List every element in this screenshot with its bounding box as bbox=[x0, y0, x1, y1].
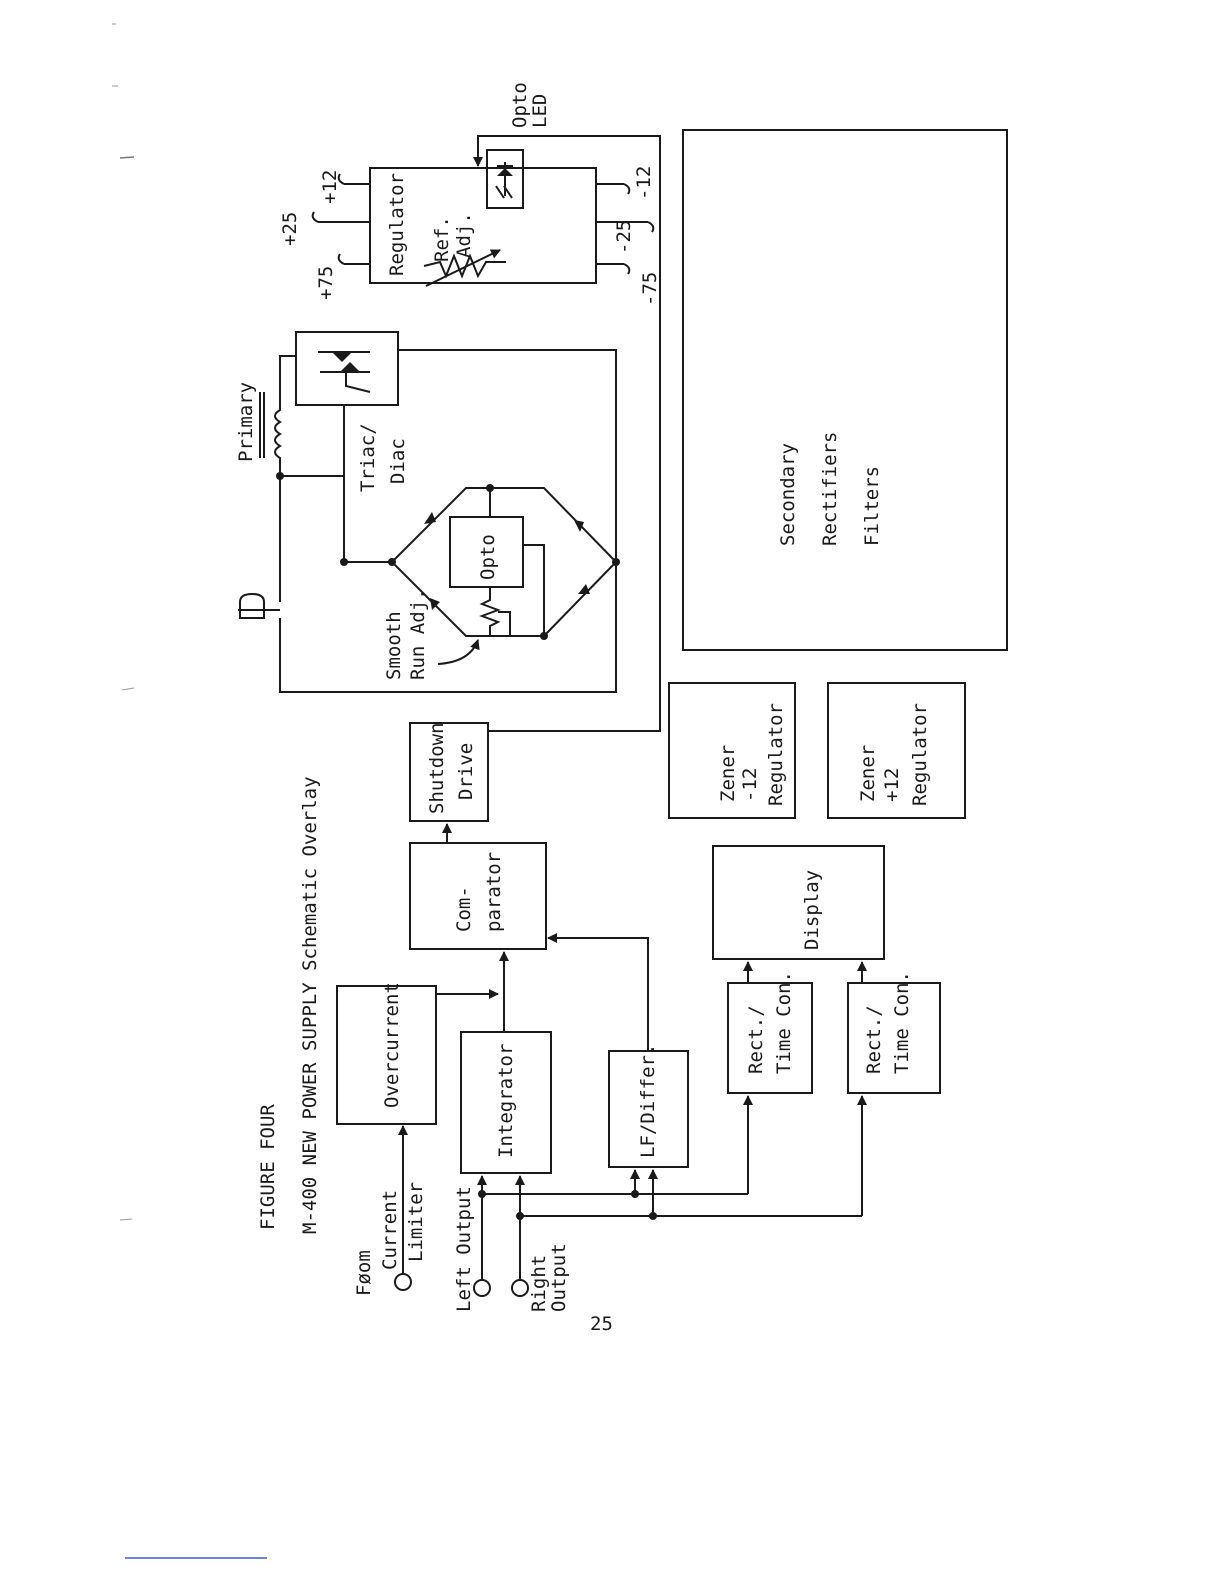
integrator-block bbox=[460, 1031, 552, 1174]
right-output-label-2: Output bbox=[548, 1243, 570, 1312]
rail-minus75-icon bbox=[596, 263, 631, 275]
opto-block bbox=[449, 516, 524, 588]
overcurrent-block bbox=[336, 985, 437, 1125]
zener-pos-label-2: +12 bbox=[881, 768, 903, 802]
rail-plus25-icon bbox=[311, 211, 370, 223]
integrator-label: Integrator bbox=[495, 1044, 517, 1158]
zener-neg-label-3: Regulator bbox=[765, 703, 787, 806]
rail-minus25-icon bbox=[596, 221, 655, 233]
foom-label-2: Current bbox=[379, 1190, 401, 1270]
secondary-label-1: Secondary bbox=[777, 443, 799, 546]
zener-pos-label-3: Regulator bbox=[909, 703, 931, 806]
overcurrent-label: Overcurrent bbox=[381, 982, 403, 1108]
comparator-block bbox=[409, 842, 547, 950]
right-output-label-1: Right bbox=[528, 1255, 550, 1312]
regulator-block bbox=[369, 167, 597, 284]
lf-to-comparator-wire bbox=[547, 933, 649, 1051]
foom-label-3: Limiter bbox=[405, 1182, 427, 1262]
rail-minus75-label: -75 bbox=[639, 272, 661, 306]
figure-label: FIGURE FOUR bbox=[257, 1104, 279, 1230]
secondary-block bbox=[682, 129, 1008, 651]
regulator-label: Regulator bbox=[386, 173, 408, 276]
smooth-run-label-1: Smooth bbox=[383, 611, 405, 680]
primary-label: Primary bbox=[235, 382, 257, 462]
scan-specks bbox=[112, 23, 135, 1221]
rect-time-con-block-1 bbox=[727, 982, 813, 1094]
smooth-run-arrow bbox=[437, 639, 480, 665]
left-output-label: Left Output bbox=[453, 1186, 475, 1312]
rail-plus75-icon bbox=[337, 253, 370, 265]
rail-minus12-label: -12 bbox=[633, 166, 655, 200]
rect1-label-2: Time Con. bbox=[773, 971, 795, 1074]
rect-time-con-block-2 bbox=[847, 982, 941, 1094]
smooth-run-label-2: Run Adj. bbox=[407, 588, 429, 680]
rect2-label-1: Rect./ bbox=[863, 1005, 885, 1074]
left-output-terminal bbox=[473, 1279, 491, 1297]
zener-neg12-block bbox=[668, 682, 796, 819]
rail-plus12-icon bbox=[337, 173, 370, 185]
ref-adj-label-1: Ref. bbox=[431, 216, 453, 262]
opto-led-label-2: LED bbox=[529, 94, 551, 128]
display-block bbox=[712, 845, 885, 960]
rect1-label-1: Rect./ bbox=[745, 1005, 767, 1074]
triac-to-bridge-right-wire bbox=[398, 349, 617, 560]
right-bus-node-1 bbox=[516, 1212, 524, 1220]
right-output-terminal bbox=[511, 1279, 529, 1297]
mains-return-wire bbox=[279, 560, 617, 693]
triac-label-2: Diac bbox=[387, 438, 409, 484]
figure-title: M-400 NEW POWER SUPPLY Schematic Overlay bbox=[299, 776, 321, 1234]
ref-adj-label-2: Adj. bbox=[453, 212, 475, 258]
triac-diac-block bbox=[295, 331, 399, 406]
opto-label: Opto bbox=[477, 534, 499, 580]
triac-symbol-icon bbox=[318, 351, 371, 393]
left-bus-node-1 bbox=[478, 1190, 486, 1198]
led-icon bbox=[495, 162, 513, 199]
shutdown-label-1: Shutdown bbox=[426, 722, 448, 814]
rect2-label-2: Time Con. bbox=[891, 971, 913, 1074]
zener-pos-label-1: Zener bbox=[857, 745, 879, 802]
secondary-label-2: Rectifiers bbox=[819, 432, 841, 546]
page-number: 25 bbox=[590, 1313, 613, 1335]
zener-pos12-block bbox=[827, 682, 966, 819]
comparator-label-1: Com- bbox=[453, 886, 475, 932]
bridge-right-node bbox=[612, 558, 620, 566]
shutdown-to-opto-led-wire bbox=[473, 135, 661, 732]
foom-label-1: Føom bbox=[353, 1250, 375, 1296]
opto-led-block bbox=[486, 149, 524, 209]
ac-plug-icon bbox=[238, 592, 280, 619]
triac-label-1: Triac/ bbox=[357, 423, 379, 492]
smooth-run-pot-icon bbox=[479, 587, 511, 637]
rail-plus12-label: +12 bbox=[319, 170, 341, 204]
lf-differ-label: LF/Differ. bbox=[637, 1044, 659, 1158]
rail-minus12-icon bbox=[596, 183, 631, 195]
opto-right-wire bbox=[523, 544, 545, 636]
shutdown-label-2: Drive bbox=[455, 743, 477, 800]
zener-neg-label-1: Zener bbox=[717, 745, 739, 802]
secondary-label-3: Filters bbox=[861, 466, 883, 546]
rail-plus25-label: +25 bbox=[279, 212, 301, 246]
zener-neg-label-2: -12 bbox=[739, 768, 761, 802]
primary-coil-icon bbox=[259, 355, 296, 476]
foom-terminal bbox=[394, 1273, 412, 1291]
bridge-left-dot bbox=[388, 558, 396, 566]
rail-minus25-label: -25 bbox=[613, 220, 635, 254]
diode-icons bbox=[424, 512, 590, 610]
rail-plus75-label: +75 bbox=[315, 266, 337, 300]
shutdown-drive-block bbox=[409, 722, 489, 822]
ref-adj-pot-icon bbox=[423, 249, 506, 287]
comparator-label-2: parator bbox=[483, 852, 505, 932]
opto-led-label-1: Opto bbox=[509, 82, 531, 128]
display-label: Display bbox=[801, 870, 823, 950]
